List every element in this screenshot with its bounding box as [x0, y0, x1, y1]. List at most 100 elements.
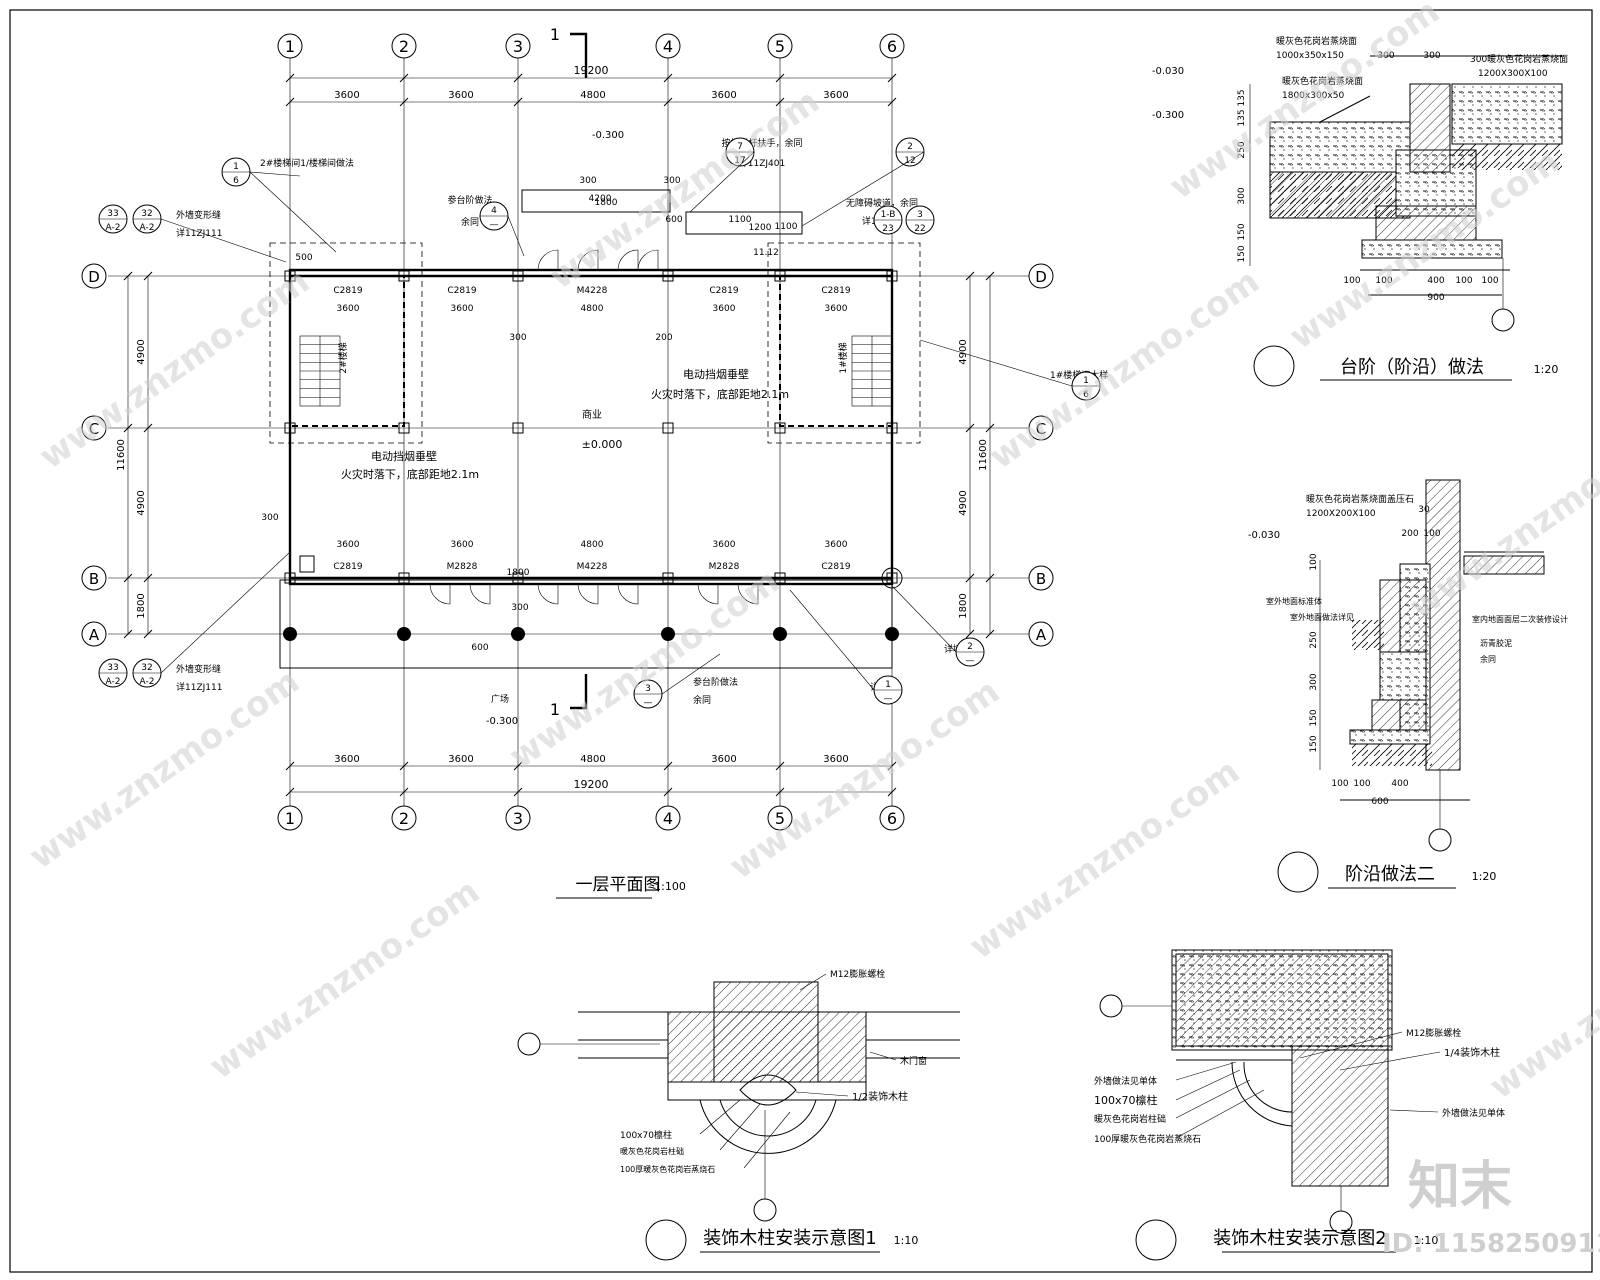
dim-misc: 300	[511, 603, 528, 613]
dim-bay-top: 3600	[711, 90, 736, 101]
d4-number-circle	[1277, 851, 1319, 893]
d4-hdim: 100	[1353, 779, 1370, 789]
column	[284, 572, 296, 584]
dim-bay-top: 4800	[580, 90, 605, 101]
grid-label: A	[1036, 626, 1047, 644]
column	[398, 572, 410, 584]
grid-bubble	[277, 33, 303, 59]
smoke-curtain-note: 电动挡烟垂壁	[683, 367, 749, 381]
column-highlight	[881, 567, 903, 589]
grid-label: 1	[285, 37, 295, 56]
d2-note2: 1/4装饰木柱	[1444, 1046, 1500, 1059]
svg-text:2: 2	[907, 142, 913, 152]
window-width-upper: 3600	[451, 304, 474, 314]
smoke-curtain-note: 火灾时落下，底部距地2.1m	[651, 387, 789, 401]
dim-bay-top: 3600	[448, 90, 473, 101]
grid-label: B	[89, 570, 99, 588]
svg-text:7: 7	[737, 142, 743, 152]
d3-total: 900	[1427, 293, 1444, 303]
stair-enclosure-left	[269, 242, 423, 444]
ref-wall-code-bottom: 详11ZJ111	[176, 681, 222, 693]
stair-box	[299, 555, 315, 573]
grid-label: 6	[887, 809, 897, 828]
svg-text:32: 32	[141, 663, 152, 673]
grid-bubble	[1028, 621, 1054, 647]
d4-scale: 1:20	[1472, 870, 1497, 883]
window-width-upper: 3600	[713, 304, 736, 314]
d1-column-arc	[699, 1099, 837, 1154]
d4-topdim: 30	[1418, 505, 1430, 515]
svg-text:12: 12	[904, 156, 915, 166]
grid-label: 3	[513, 37, 523, 56]
dim-bay-bottom: 4800	[580, 754, 605, 765]
column	[886, 422, 898, 434]
svg-text:23: 23	[882, 224, 893, 234]
dim-bay-top: 3600	[823, 90, 848, 101]
column	[512, 422, 524, 434]
d3-vdim: 250	[1237, 141, 1247, 158]
dim-misc: 300	[663, 176, 680, 186]
column	[284, 270, 296, 282]
watermark-text: www.znzmo.com	[202, 871, 487, 1087]
section-number-top: 1	[550, 25, 560, 44]
svg-text:—: —	[644, 698, 653, 708]
d4-note4: 室内地面面层二次装修设计	[1472, 614, 1568, 624]
arcade-column	[773, 627, 787, 641]
elevation-top: -0.300	[592, 130, 624, 141]
d2-title: 装饰木柱安装示意图2	[1213, 1228, 1386, 1249]
columns	[283, 270, 903, 641]
svg-text:1-B: 1-B	[881, 210, 896, 220]
dim-total-top: 19200	[574, 64, 609, 77]
detail-1-wood-column: 1装饰木柱安装示意图11:10M12膨胀螺栓木门窗1/2装饰木柱100x70檩柱…	[517, 968, 960, 1261]
d4-note1b: 1200X200X100	[1306, 509, 1376, 519]
d4-hdim: 100	[1331, 779, 1348, 789]
dim-side: 4900	[136, 490, 147, 515]
d3-vdim: 150	[1237, 223, 1247, 240]
d2-note6: 暖灰色花岗岩柱础	[1094, 1113, 1166, 1125]
dim-bay-top: 3600	[334, 90, 359, 101]
d4-vdim: 250	[1309, 631, 1319, 648]
window-tag-lower: M4228	[577, 562, 608, 572]
dim-side-total: 11600	[116, 439, 127, 471]
d4-vdim: 100	[1309, 553, 1319, 570]
dim-side: 4900	[958, 490, 969, 515]
stair-right	[851, 335, 893, 407]
svg-text:33: 33	[107, 663, 118, 673]
dim-misc: 300	[261, 513, 278, 523]
grid-bubble	[391, 33, 417, 59]
d4-note6: 余同	[1480, 654, 1496, 664]
grid-bubble	[505, 33, 531, 59]
watermark-text: www.znzmo.com	[982, 261, 1267, 477]
d3-vdim: 135	[1237, 89, 1247, 106]
d2-note4: 外墙做法见单体	[1094, 1075, 1157, 1087]
column	[662, 270, 674, 282]
window-width-lower: 3600	[337, 540, 360, 550]
grid-label: 5	[775, 809, 785, 828]
svg-text:6: 6	[1083, 390, 1089, 400]
section-mark-bottom	[570, 674, 588, 710]
d3-hdim-bot: 400	[1427, 276, 1444, 286]
watermark-text: www.znzmo.com	[542, 81, 827, 297]
dim-side: 1800	[958, 593, 969, 618]
d3-brick-wall	[1409, 83, 1451, 173]
window-tag-upper: C2819	[447, 286, 476, 296]
d4-note2: 室外地面标准体	[1266, 596, 1322, 606]
svg-text:A-2: A-2	[140, 677, 155, 687]
column	[886, 572, 898, 584]
d3-hdim-bot: 100	[1455, 276, 1472, 286]
grid-bubble	[655, 805, 681, 831]
elevation-main: ±0.000	[582, 438, 623, 451]
door-swings	[429, 249, 759, 605]
d3-vdim: 300	[1237, 187, 1247, 204]
hall-label: 商业	[582, 408, 602, 421]
svg-text:17: 17	[734, 156, 745, 166]
stair-left-label: 2#楼梯	[337, 342, 349, 373]
ref-wall-top: 外墙变形缝	[176, 209, 221, 221]
ref-same-bottom: 余同	[693, 694, 711, 706]
d4-vdim: 300	[1309, 673, 1319, 690]
window-width-upper: 3600	[337, 304, 360, 314]
svg-text:—: —	[884, 694, 893, 704]
dim-misc: 500	[295, 253, 312, 263]
